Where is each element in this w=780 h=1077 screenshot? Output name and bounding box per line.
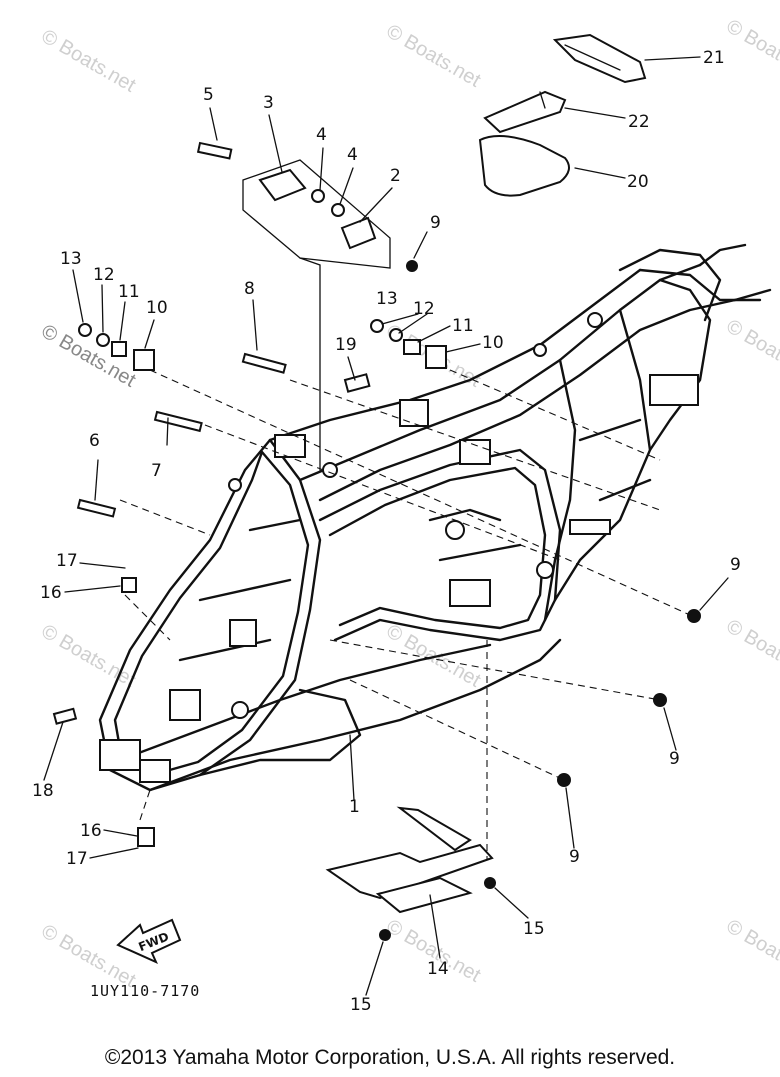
bushing-set-right — [343, 319, 447, 393]
callout-7: 7 — [151, 461, 162, 481]
leader-lines — [43, 56, 729, 996]
callout-3: 3 — [263, 93, 274, 113]
watermark: © Boats.net — [38, 25, 140, 97]
callout-11: 11 — [118, 282, 140, 302]
callout-4: 4 — [347, 145, 358, 165]
callout-13: 13 — [376, 289, 398, 309]
callout-21: 21 — [703, 48, 725, 68]
callout-9: 9 — [730, 555, 741, 575]
callout-19: 19 — [335, 335, 357, 355]
assembly-lines — [119, 369, 691, 860]
watermark: © Boats.net — [723, 15, 780, 87]
callout-8: 8 — [244, 279, 255, 299]
watermark: © Boats.net — [723, 915, 780, 987]
main-frame — [98, 243, 772, 792]
watermark: © Boats.net — [723, 615, 780, 687]
callout-5: 5 — [203, 85, 214, 105]
callout-14: 14 — [427, 959, 449, 979]
callout-11: 11 — [452, 316, 474, 336]
callout-6: 6 — [89, 431, 100, 451]
callout-13: 13 — [60, 249, 82, 269]
callout-17: 17 — [56, 551, 78, 571]
watermark: © Boats.net — [723, 315, 780, 387]
callout-9: 9 — [430, 213, 441, 233]
callout-12: 12 — [413, 299, 435, 319]
callouts: 21 22 20 5 3 4 4 2 9 13 12 11 10 8 13 12… — [32, 48, 741, 1015]
callout-1: 1 — [349, 797, 360, 817]
callout-9: 9 — [669, 749, 680, 769]
callout-15: 15 — [523, 919, 545, 939]
callout-16: 16 — [80, 821, 102, 841]
callout-22: 22 — [628, 112, 650, 132]
diagram-code: 1UY110-7170 — [90, 982, 200, 1000]
bushing-set-left — [76, 323, 287, 518]
callout-20: 20 — [627, 172, 649, 192]
engine-mount-group — [196, 141, 418, 471]
grommets — [52, 577, 155, 847]
callout-18: 18 — [32, 781, 54, 801]
callout-16: 16 — [40, 583, 62, 603]
callout-12: 12 — [93, 265, 115, 285]
callout-15: 15 — [350, 995, 372, 1015]
callout-10: 10 — [482, 333, 504, 353]
callout-10: 10 — [146, 298, 168, 318]
rear-fender-brackets — [478, 33, 647, 197]
callout-2: 2 — [390, 166, 401, 186]
callout-4: 4 — [316, 125, 327, 145]
callout-9: 9 — [569, 847, 580, 867]
callout-17: 17 — [66, 849, 88, 869]
skid-plate — [325, 806, 496, 941]
nuts — [557, 609, 701, 787]
copyright-notice: ©2013 Yamaha Motor Corporation, U.S.A. A… — [104, 1046, 676, 1069]
fwd-arrow: FWD — [116, 918, 182, 964]
watermark: © Boats.net — [383, 20, 485, 92]
watermark: © Boats.net — [38, 620, 140, 692]
